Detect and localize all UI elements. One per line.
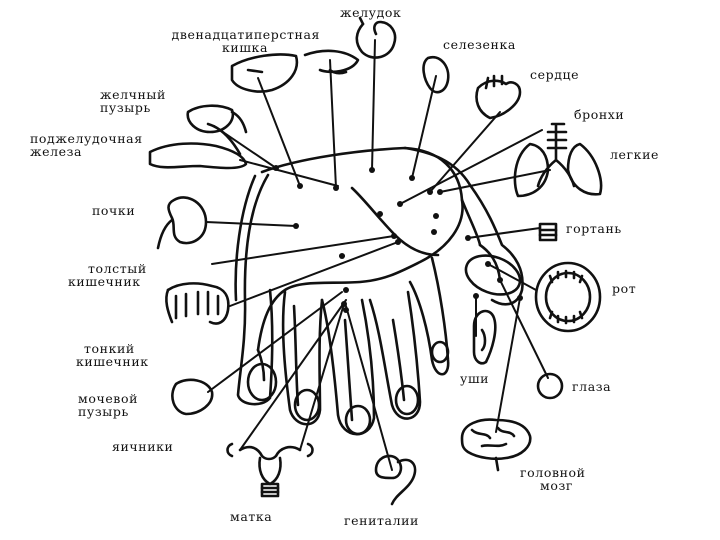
- label-spleen: селезенка: [443, 37, 516, 52]
- label-brain: головной мозг: [520, 466, 586, 492]
- label-uterus: матка: [230, 509, 273, 524]
- label-duodenum: двенадцатиперстная кишка: [120, 28, 320, 54]
- label-mouth: рот: [612, 281, 637, 296]
- label-pancreas-line1: поджелудочная: [30, 131, 143, 146]
- leader-lines: [205, 39, 551, 471]
- label-large-intestine-line2: кишечник: [68, 274, 141, 289]
- label-pancreas: поджелудочная железа: [30, 132, 143, 158]
- label-larynx: гортань: [566, 221, 622, 236]
- large-intestine-icon: [165, 282, 230, 325]
- larynx-icon: [538, 222, 558, 242]
- label-brain-line1: головной: [520, 465, 586, 480]
- label-gallbladder-line2: пузырь: [100, 100, 151, 115]
- label-lungs: легкие: [610, 147, 660, 162]
- label-small-intestine: тонкий кишечник: [76, 342, 149, 368]
- label-eyes: глаза: [572, 379, 612, 394]
- label-gallbladder-line1: желчный: [100, 87, 166, 102]
- uterus-icon: [226, 442, 314, 498]
- label-genitals: гениталии: [344, 513, 419, 528]
- label-duodenum-line2: кишка: [221, 40, 269, 55]
- label-pancreas-line2: железа: [30, 144, 83, 159]
- label-small-intestine-line2: кишечник: [76, 354, 149, 369]
- label-heart: сердце: [530, 67, 580, 82]
- mouth-icon: [534, 261, 602, 333]
- label-ears: уши: [460, 371, 490, 386]
- label-ovaries: яичники: [112, 439, 174, 454]
- label-gallbladder: желчный пузырь: [100, 88, 166, 114]
- eye-icon: [536, 372, 564, 400]
- label-bladder-line2: пузырь: [78, 404, 129, 419]
- duodenum-icon: [303, 49, 360, 75]
- label-bronchi: бронхи: [574, 107, 625, 122]
- label-bladder-line1: мочевой: [78, 391, 139, 406]
- label-stomach: желудок: [340, 5, 402, 20]
- heart-icon: [475, 74, 522, 120]
- liver-icon: [230, 53, 299, 93]
- hand-outline: [234, 146, 524, 436]
- reflex-points: [273, 165, 523, 313]
- genitals-icon: [374, 454, 417, 506]
- stomach-icon: [355, 16, 397, 59]
- label-kidneys: почки: [92, 203, 136, 218]
- brain-icon: [460, 418, 532, 472]
- ear-icon: [472, 309, 497, 365]
- label-bladder: мочевой пузырь: [78, 392, 138, 418]
- lungs-icon: [513, 122, 603, 198]
- spleen-icon: [422, 55, 450, 94]
- bladder-icon: [171, 378, 214, 416]
- label-duodenum-line1: двенадцатиперстная: [171, 27, 320, 42]
- kidney-icon: [156, 196, 208, 250]
- label-small-intestine-line1: тонкий: [84, 341, 135, 356]
- label-large-intestine: толстый кишечник: [68, 262, 147, 288]
- label-large-intestine-line1: толстый: [88, 261, 147, 276]
- label-brain-line2: мозг: [540, 478, 574, 493]
- gallbladder-icon: [186, 104, 248, 134]
